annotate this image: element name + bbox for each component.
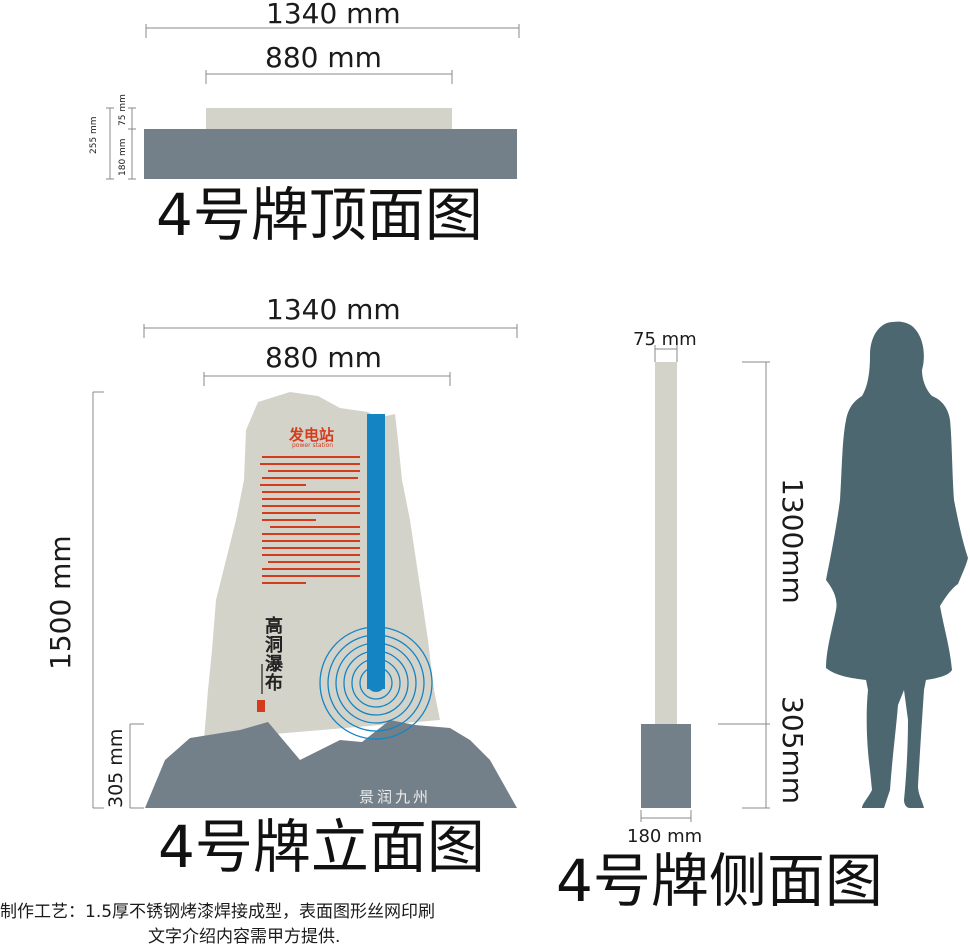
front-view-rock-base xyxy=(145,720,517,808)
top-view-base xyxy=(144,129,517,179)
top-view-title: 4号牌顶面图 xyxy=(156,181,483,249)
production-note-line1: 制作工艺：1.5厚不锈钢烤漆焊接成型，表面图形丝网印刷 xyxy=(0,902,436,922)
side-height-upper-label: 1300mm xyxy=(776,478,809,604)
blue-water-stripe xyxy=(367,414,385,689)
production-note-line2: 文字介绍内容需甲方提供. xyxy=(148,927,341,947)
water-ripple-rings xyxy=(319,626,433,740)
top-view xyxy=(106,24,520,180)
front-dim-lines xyxy=(92,324,518,809)
top-width-inner-label: 880 mm xyxy=(265,41,382,74)
top-view-upper-panel xyxy=(206,108,452,129)
blue-water-end xyxy=(367,674,385,692)
front-height-base-label: 305 mm xyxy=(105,728,127,808)
top-depth-top-label: 75 mm xyxy=(118,94,128,126)
front-width-outer-label: 1340 mm xyxy=(266,293,401,326)
brand-seal-stamp xyxy=(257,700,265,712)
top-width-outer-label: 1340 mm xyxy=(266,0,401,30)
watermark-text: 景润九州 xyxy=(359,788,432,806)
top-depth-base-label: 180 mm xyxy=(118,138,128,176)
front-view xyxy=(92,324,518,809)
side-view-base xyxy=(641,724,691,808)
top-dim-inner-line xyxy=(205,70,453,84)
side-height-base-label: 305mm xyxy=(776,696,809,804)
top-dim-outer-line xyxy=(145,24,520,38)
top-dim-depth-lines xyxy=(106,107,136,180)
sign-subheading: power station xyxy=(292,442,334,449)
side-top-thickness-label: 75 mm xyxy=(633,329,697,350)
side-view-title: 4号牌侧面图 xyxy=(556,847,883,915)
sign-heading: 发电站 xyxy=(289,426,335,444)
human-silhouette-scale-figure xyxy=(826,321,968,808)
top-depth-total-label: 255 mm xyxy=(89,116,99,154)
front-view-title: 4号牌立面图 xyxy=(158,813,485,881)
side-view-panel xyxy=(655,362,677,724)
front-width-inner-label: 880 mm xyxy=(265,341,382,374)
front-height-total-label: 1500 mm xyxy=(44,535,77,670)
side-base-thickness-label: 180 mm xyxy=(627,826,703,847)
sign-text-placeholder-lines xyxy=(260,456,360,584)
side-dim-lines xyxy=(640,345,770,822)
brand-calligraphy: 高洞瀑布 xyxy=(265,616,283,694)
side-view xyxy=(640,345,770,822)
